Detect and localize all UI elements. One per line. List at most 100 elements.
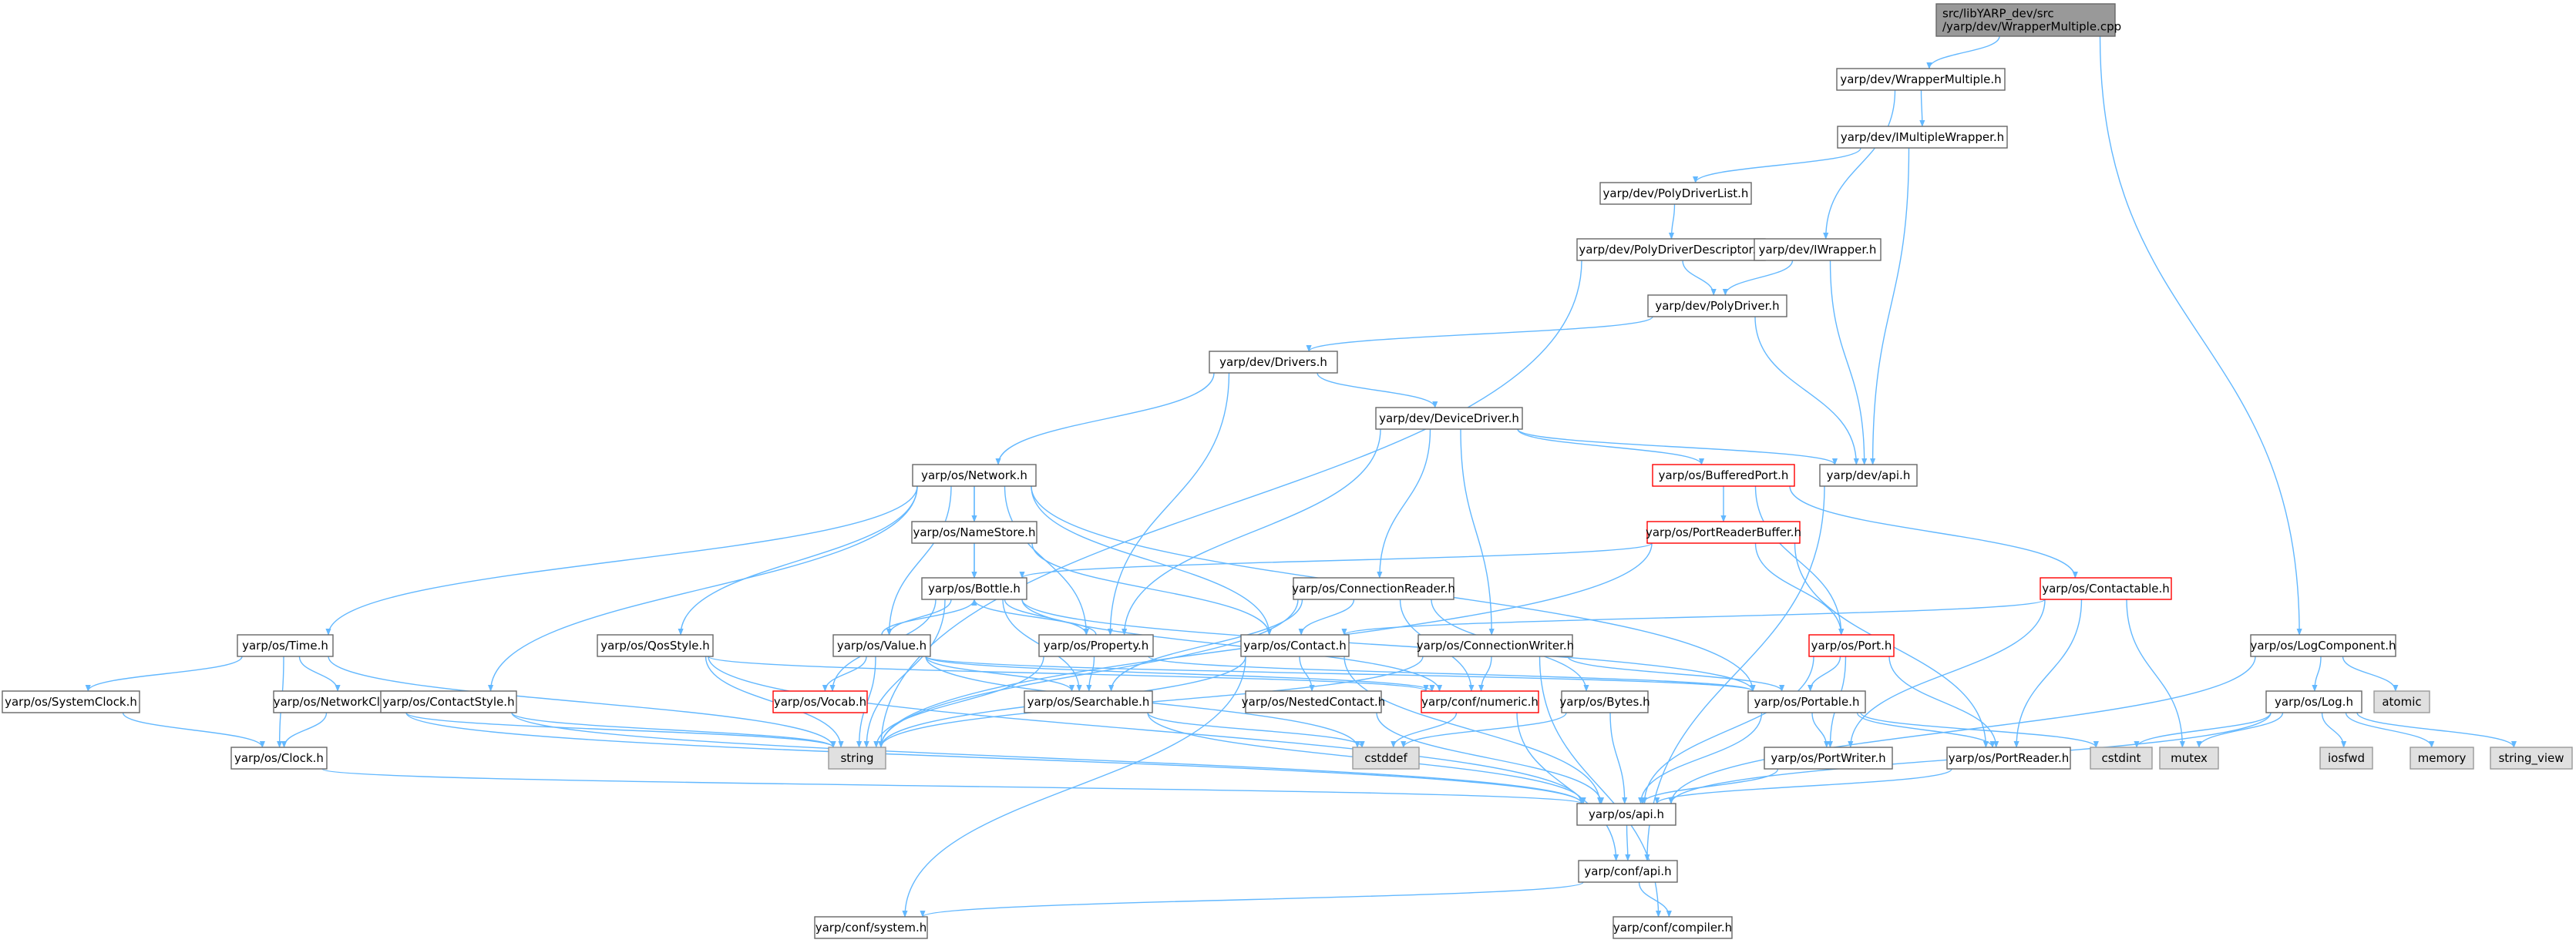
edge-cr-to-string [878,599,1299,748]
edge-cw-to-numeric [1478,656,1492,692]
edge-net-to-time [325,485,918,636]
edge-time-to-string [328,656,836,748]
node-dd[interactable]: yarp/dev/DeviceDriver.h [1375,407,1523,430]
node-compiler[interactable]: yarp/conf/compiler.h [1613,916,1733,939]
node-box-ns [911,521,1037,544]
node-iw[interactable]: yarp/dev/IWrapper.h [1754,238,1882,261]
node-label-search: yarp/os/Searchable.h [1027,695,1150,709]
node-bytes[interactable]: yarp/os/Bytes.h [1559,690,1650,713]
node-prb[interactable]: yarp/os/PortReaderBuffer.h [1646,521,1801,544]
node-mutex[interactable]: mutex [2159,747,2219,770]
edge-prop-to-string [873,656,1044,748]
node-label-devapi: yarp/dev/api.h [1827,468,1911,482]
node-label-cstyle: yarp/os/ContactStyle.h [382,695,514,709]
node-cstyle[interactable]: yarp/os/ContactStyle.h [380,690,517,713]
node-box-prop [1038,634,1154,657]
edge-log-to-iosfwd [2321,712,2347,748]
edge-contact-to-system [902,656,1246,918]
edge-imw-to-pdl [1693,147,1861,183]
node-cstdint[interactable]: cstdint [2090,747,2153,770]
node-qos[interactable]: yarp/os/QosStyle.h [597,634,714,657]
node-cstddef[interactable]: cstddef [1352,747,1420,770]
edge-pd-to-drv [1306,316,1653,352]
node-value[interactable]: yarp/os/Value.h [832,634,931,657]
edge-dd-to-bp [1517,428,1705,465]
edge-ctb-to-mutex [2126,599,2185,748]
edge-drv-to-dd [1317,372,1438,408]
node-iosfwd[interactable]: iosfwd [2319,747,2373,770]
node-box-pr [1946,747,2071,770]
node-atomic[interactable]: atomic [2373,690,2430,713]
node-label-numeric: yarp/conf/numeric.h [1421,695,1539,709]
node-sysclk[interactable]: yarp/os/SystemClock.h [2,690,140,713]
node-label-iw: yarp/dev/IWrapper.h [1759,243,1877,257]
node-memory[interactable]: memory [2410,747,2474,770]
node-label-atomic: atomic [2382,695,2421,709]
edge-portable-to-osapi [1638,712,1763,804]
node-box-pdd [1576,238,1766,261]
node-clock[interactable]: yarp/os/Clock.h [230,747,328,770]
node-imw[interactable]: yarp/dev/IMultipleWrapper.h [1837,126,2008,149]
edge-osapi-to-confapi [1625,824,1631,861]
node-sview[interactable]: string_view [2490,747,2573,770]
node-nc[interactable]: yarp/os/NestedContact.h [1242,690,1385,713]
edge-netclk-to-osapi [405,712,1585,804]
node-pd[interactable]: yarp/dev/PolyDriver.h [1647,294,1787,317]
edge-net-to-cstyle [487,485,918,692]
edge-iw-to-devapi [1829,260,1868,465]
node-net[interactable]: yarp/os/Network.h [912,464,1037,487]
node-logc[interactable]: yarp/os/LogComponent.h [2250,634,2396,657]
edge-dd-to-devapi [1517,428,1838,465]
node-confapi[interactable]: yarp/conf/api.h [1578,860,1678,883]
node-label-prop: yarp/os/Property.h [1044,639,1148,653]
node-time[interactable]: yarp/os/Time.h [237,634,334,657]
edge-dd-to-cr [1377,428,1431,579]
node-label-sview: string_view [2498,751,2564,766]
edge-time-to-netclk [298,656,341,692]
node-box-iw [1754,238,1882,261]
node-box-compiler [1613,916,1733,939]
node-drv[interactable]: yarp/dev/Drivers.h [1209,351,1338,374]
node-pdd[interactable]: yarp/dev/PolyDriverDescriptor.h [1576,238,1766,261]
node-log[interactable]: yarp/os/Log.h [2265,690,2362,713]
node-devapi[interactable]: yarp/dev/api.h [1819,464,1918,487]
node-contact[interactable]: yarp/os/Contact.h [1240,634,1350,657]
node-bottle[interactable]: yarp/os/Bottle.h [921,577,1027,600]
edge-port-to-osapi [1641,656,1814,804]
node-bp[interactable]: yarp/os/BufferedPort.h [1652,464,1795,487]
node-pw[interactable]: yarp/os/PortWriter.h [1764,747,1893,770]
edge-devapi-to-confapi [1644,485,1825,861]
node-vocab[interactable]: yarp/os/Vocab.h [772,690,868,713]
node-string[interactable]: string [828,747,886,770]
node-pdl[interactable]: yarp/dev/PolyDriverList.h [1599,182,1752,205]
node-portable[interactable]: yarp/os/Portable.h [1747,690,1866,713]
node-pr[interactable]: yarp/os/PortReader.h [1946,747,2071,770]
node-port[interactable]: yarp/os/Port.h [1808,634,1895,657]
edge-iw-to-pd [1722,260,1794,296]
node-label-iosfwd: iosfwd [2328,751,2365,765]
node-search[interactable]: yarp/os/Searchable.h [1024,690,1153,713]
edge-wm-to-iw [1823,89,1896,240]
node-ns[interactable]: yarp/os/NameStore.h [911,521,1037,544]
node-ctb[interactable]: yarp/os/Contactable.h [2040,577,2172,600]
node-numeric[interactable]: yarp/conf/numeric.h [1421,690,1539,713]
node-label-sysclk: yarp/os/SystemClock.h [5,695,137,709]
edge-contact-to-nc [1299,656,1315,692]
edge-value-to-search [925,656,1075,692]
node-label-cstdint: cstdint [2101,751,2141,765]
edge-drv-to-net [995,372,1215,465]
node-prop[interactable]: yarp/os/Property.h [1038,634,1154,657]
node-cw[interactable]: yarp/os/ConnectionWriter.h [1417,634,1574,657]
node-label-clock: yarp/os/Clock.h [234,751,324,765]
node-root[interactable]: src/libYARP_dev/src/yarp/dev/WrapperMult… [1935,3,2121,37]
node-system[interactable]: yarp/conf/system.h [814,916,928,939]
node-box-root [1935,3,2116,37]
node-wm[interactable]: yarp/dev/WrapperMultiple.h [1836,68,2006,91]
node-label-system: yarp/conf/system.h [816,921,927,935]
node-cr[interactable]: yarp/os/ConnectionReader.h [1292,577,1455,600]
node-osapi[interactable]: yarp/os/api.h [1576,803,1676,826]
edge-imw-to-devapi [1870,147,1910,465]
edge-logc-to-osapi [1668,656,2256,804]
edge-port-to-portable [1808,656,1841,692]
